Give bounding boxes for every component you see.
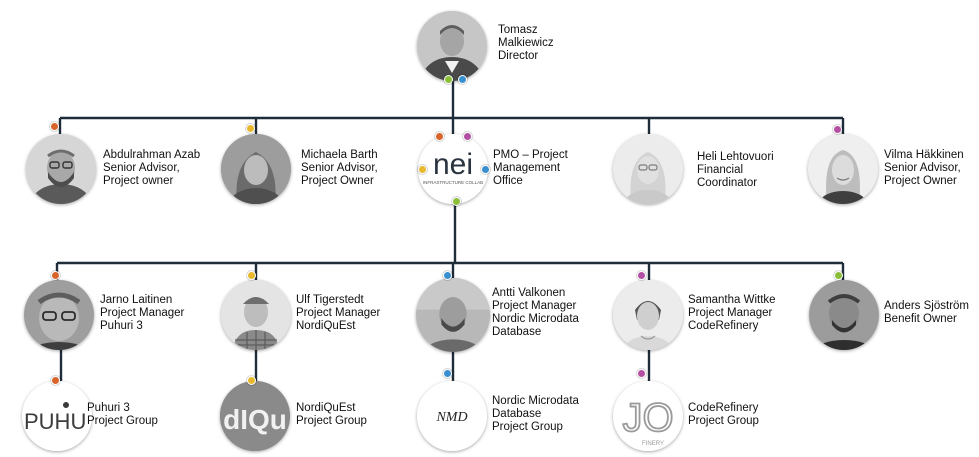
- nmd-logo: NMD: [417, 381, 487, 451]
- dot-coderefinery-purple: [637, 369, 646, 378]
- dot-director-green: [444, 75, 453, 84]
- wittke-photo: [613, 280, 683, 350]
- dot-tigerstedt-yellow: [247, 271, 256, 280]
- dot-barth-yellow: [246, 124, 255, 133]
- dot-azab-orange: [50, 122, 59, 131]
- valkonen-photo: [416, 278, 490, 352]
- sjostrom-photo: [809, 280, 879, 350]
- barth-photo: [221, 134, 291, 204]
- dot-pmo-blue: [481, 165, 490, 174]
- tigerstedt-photo: [221, 280, 291, 350]
- dot-pmo-green: [452, 197, 461, 206]
- nmd-logo-text: NMD: [435, 410, 467, 425]
- nordiquest-logo-text: dIQu: [223, 404, 287, 435]
- dot-director-blue: [458, 75, 467, 84]
- dot-nmd-blue: [443, 369, 452, 378]
- dot-sjostrom-green: [834, 271, 843, 280]
- hakkinen-photo: [808, 134, 878, 204]
- pmo-logo-text: nei: [433, 148, 473, 181]
- coderefinery-logo: JO FINERY: [613, 381, 683, 451]
- dot-pmo-orange: [435, 132, 444, 141]
- dot-laitinen-orange: [51, 271, 60, 280]
- dot-hakkinen-purple: [833, 125, 842, 134]
- puhuri-logo: PUHU: [22, 381, 92, 451]
- puhuri-logo-text: PUHU: [24, 409, 86, 434]
- coderefinery-logo-subtext: FINERY: [642, 441, 664, 447]
- dot-puhuri-orange: [51, 376, 60, 385]
- coderefinery-logo-text: JO: [622, 396, 673, 440]
- pmo-logo-subtext: INFRASTRUCTURE COLLAB: [423, 180, 483, 185]
- laitinen-photo: [24, 280, 94, 350]
- dot-pmo-purple: [463, 132, 472, 141]
- dot-nordiquest-yellow: [247, 376, 256, 385]
- dot-pmo-yellow: [418, 165, 427, 174]
- lehtovuori-photo: [613, 134, 683, 204]
- nordiquest-logo: dIQu: [220, 381, 290, 451]
- director-photo: [417, 11, 487, 81]
- dot-wittke-purple: [637, 271, 646, 280]
- pmo-logo: nei INFRASTRUCTURE COLLAB: [418, 134, 488, 204]
- azab-photo: [26, 134, 96, 204]
- dot-valkonen-blue: [443, 271, 452, 280]
